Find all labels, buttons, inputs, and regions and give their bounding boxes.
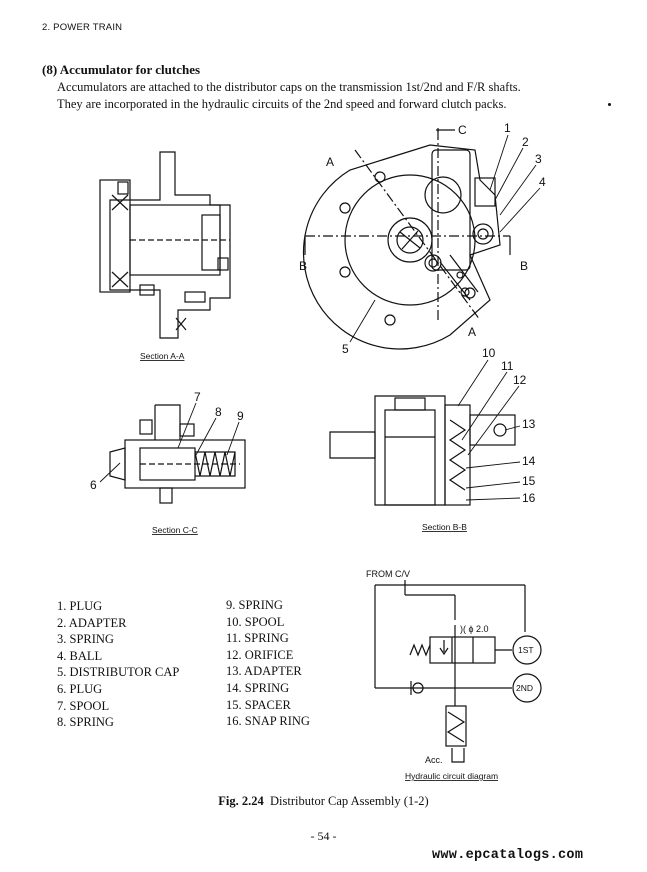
figure-title: Distributor Cap Assembly (1-2) — [270, 794, 429, 808]
callout-1: 1 — [504, 121, 511, 135]
watermark-url: www.epcatalogs.com — [432, 848, 584, 863]
callout-9: 9 — [237, 409, 244, 423]
stray-dot — [608, 103, 611, 106]
callout-15: 15 — [522, 474, 536, 488]
cut-label-b-left: B — [299, 259, 307, 273]
circuit-acc-label: Acc. — [425, 755, 443, 765]
parts-list-item: 14. SPRING — [226, 680, 290, 695]
section-bb-caption: Section B-B — [422, 522, 467, 532]
parts-list-left: 1. PLUG 2. ADAPTER 3. SPRING 4. BALL 5. … — [57, 598, 179, 731]
second-speed-node — [512, 673, 542, 703]
parts-list-item: 15. SPACER — [226, 697, 291, 712]
callout-leaders — [99, 134, 541, 501]
callout-6: 6 — [90, 478, 97, 492]
intro-paragraph-line-1: Accumulators are attached to the distrib… — [57, 80, 521, 94]
page-number: - 54 - — [310, 829, 337, 843]
callout-4: 4 — [539, 175, 546, 189]
callout-8: 8 — [215, 405, 222, 419]
callout-2: 2 — [522, 135, 529, 149]
section-aa-drawing — [99, 151, 231, 339]
cut-label-a-bottom: A — [468, 325, 476, 339]
section-cc-drawing — [109, 404, 246, 504]
distributor-cap-front-view — [302, 128, 511, 350]
parts-list-item: 16. SNAP RING — [226, 714, 310, 729]
circuit-caption: Hydraulic circuit diagram — [405, 771, 498, 781]
parts-list-item: 1. PLUG — [57, 599, 103, 613]
callout-5: 5 — [342, 342, 349, 356]
section-aa-caption: Section A-A — [140, 351, 185, 361]
hydraulic-circuit-drawing — [374, 580, 526, 763]
circuit-second-label: 2ND — [516, 683, 533, 693]
section-title: (8) Accumulator for clutches — [42, 62, 201, 77]
parts-list-item: 5. DISTRIBUTOR CAP — [57, 665, 180, 680]
parts-list-item: 2. ADAPTER — [57, 615, 127, 630]
callout-12: 12 — [513, 373, 527, 387]
circuit-first-label: 1ST — [518, 645, 534, 655]
callout-14: 14 — [522, 454, 536, 468]
section-cc-caption: Section C-C — [152, 525, 198, 535]
figure-caption: Fig. 2.24 Distributor Cap Assembly (1-2) — [0, 794, 647, 809]
first-speed-node — [512, 635, 542, 665]
section-bb-drawing — [329, 395, 516, 506]
callout-11: 11 — [501, 359, 514, 373]
parts-list-item: 4. BALL — [57, 648, 103, 663]
callout-3: 3 — [535, 152, 542, 166]
parts-list-right: 9. SPRING 10. SPOOL 11. SPRING 12. ORIFI… — [226, 597, 310, 730]
callout-16: 16 — [522, 491, 536, 505]
cut-label-a-top: A — [326, 155, 334, 169]
circuit-orifice-label: )( ϕ 2.0 — [460, 624, 489, 634]
intro-paragraph-line-2: They are incorporated in the hydraulic c… — [57, 97, 507, 111]
parts-list-item: 10. SPOOL — [226, 614, 285, 629]
parts-list-item: 12. ORIFICE — [226, 647, 294, 662]
parts-list-item: 8. SPRING — [57, 715, 114, 730]
callout-7: 7 — [194, 390, 201, 404]
callout-10: 10 — [482, 346, 496, 360]
parts-list-item: 11. SPRING — [226, 631, 289, 646]
parts-list-item: 13. ADAPTER — [226, 664, 302, 679]
cut-label-c: C — [458, 123, 467, 137]
callout-13: 13 — [522, 417, 536, 431]
cut-label-b-right: B — [520, 259, 528, 273]
figure-label: Fig. 2.24 — [218, 794, 264, 808]
circuit-from-cv: FROM C/V — [366, 569, 410, 579]
running-header: 2. POWER TRAIN — [42, 22, 123, 33]
parts-list-item: 9. SPRING — [226, 598, 283, 612]
parts-list-item: 7. SPOOL — [57, 698, 110, 713]
parts-list-item: 6. PLUG — [57, 681, 103, 696]
parts-list-item: 3. SPRING — [57, 632, 114, 647]
